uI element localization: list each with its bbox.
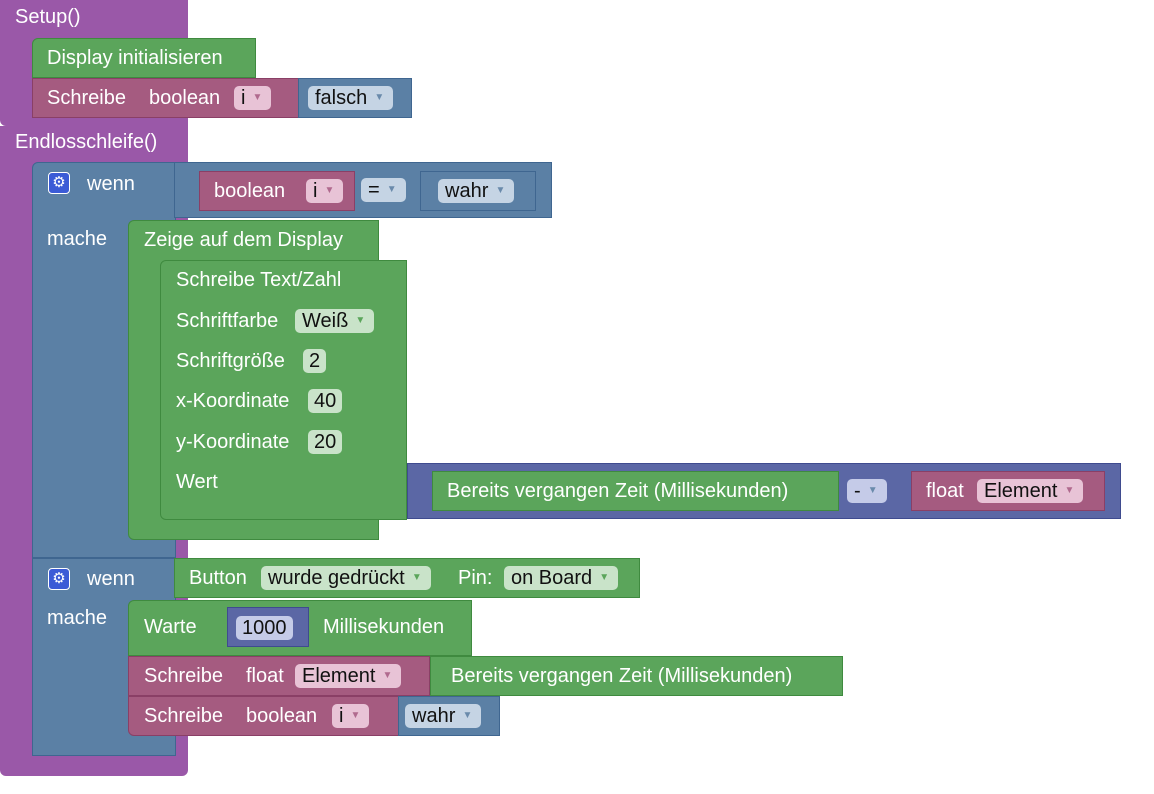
wait-label: Warte [144,616,197,638]
write-label: Schreibe [144,705,223,727]
boolean-label: boolean [149,87,221,109]
wenn-label: wenn [87,568,135,590]
float-var-block[interactable]: float Element▼ [911,471,1105,511]
boolean-label: boolean [246,705,318,727]
chevron-down-icon: ▼ [462,710,473,721]
write-boolean-block[interactable]: Schreibe boolean i▼ [128,696,400,736]
chevron-down-icon: ▼ [374,92,385,103]
write-text-title: Schreibe Text/Zahl [176,269,342,291]
bool-dropdown-falsch[interactable]: falsch▼ [308,86,394,110]
math-operator-dropdown[interactable]: -▼ [847,479,887,503]
elapsed-time-label: Bereits vergangen Zeit (Millisekunden) [447,480,789,502]
setup-write-boolean-block[interactable]: Schreibe boolean i▼ [32,78,300,118]
write-float-block[interactable]: Schreibe float Element▼ [128,656,430,696]
chevron-down-icon: ▼ [495,185,506,196]
var-dropdown-i[interactable]: i▼ [234,86,272,110]
button-state-dropdown[interactable]: wurde gedrückt▼ [261,566,431,590]
elapsed-time-block-2[interactable]: Bereits vergangen Zeit (Millisekunden) [430,656,843,696]
wahr-value-block[interactable]: wahr▼ [420,171,536,211]
bool-dropdown-wahr[interactable]: wahr▼ [405,704,482,728]
elapsed-time-label: Bereits vergangen Zeit (Millisekunden) [451,665,793,687]
mache-label: mache [47,607,108,629]
chevron-down-icon: ▼ [386,184,397,195]
boolean-label: boolean [214,180,286,202]
x-coordinate-label: x-Koordinate [176,390,290,412]
elapsed-time-block[interactable]: Bereits vergangen Zeit (Millisekunden) [432,471,839,511]
font-color-dropdown[interactable]: Weiß▼ [295,309,375,333]
display-init-label: Display initialisieren [47,47,223,69]
y-coordinate-label: y-Koordinate [176,431,290,453]
wait-unit-label: Millisekunden [323,616,445,638]
wenn-label: wenn [87,173,135,195]
falsch-value-block[interactable]: falsch▼ [298,78,412,118]
chevron-down-icon: ▼ [350,710,361,721]
font-size-label: Schriftgröße [176,350,285,372]
bool-dropdown-wahr[interactable]: wahr▼ [438,179,515,203]
pin-dropdown[interactable]: on Board▼ [504,566,619,590]
button-label: Button [189,567,247,589]
mache-label: mache [47,228,108,250]
float-label: float [926,480,964,502]
loop-label: Endlosschleife() [15,131,158,153]
chevron-down-icon: ▼ [867,485,878,496]
display-init-block[interactable]: Display initialisieren [32,38,256,78]
write-label: Schreibe [144,665,223,687]
wait-number-field[interactable]: 1000 [236,616,293,640]
gear-icon[interactable]: ⚙ [48,172,70,194]
pin-label: Pin: [458,567,493,589]
chevron-down-icon: ▼ [382,670,393,681]
display-show-label: Zeige auf dem Display [144,229,343,251]
chevron-down-icon: ▼ [355,315,366,326]
wait-number-block[interactable]: 1000 [227,607,309,647]
y-coordinate-field[interactable]: 20 [308,430,343,454]
write-label: Schreibe [47,87,126,109]
wahr-value-block-2[interactable]: wahr▼ [398,696,500,736]
chevron-down-icon: ▼ [324,185,335,196]
compare-operator-dropdown[interactable]: =▼ [361,178,406,202]
chevron-down-icon: ▼ [252,92,263,103]
chevron-down-icon: ▼ [1064,485,1075,496]
chevron-down-icon: ▼ [599,572,610,583]
var-dropdown-element[interactable]: Element▼ [295,664,402,688]
var-dropdown-element[interactable]: Element▼ [977,479,1084,503]
font-size-field[interactable]: 2 [303,349,327,373]
font-color-label: Schriftfarbe [176,310,279,332]
chevron-down-icon: ▼ [411,572,422,583]
value-label: Wert [176,471,218,493]
setup-label: Setup() [15,6,81,28]
write-text-block[interactable]: Schreibe Text/Zahl Schriftfarbe Weiß▼ Sc… [160,260,407,520]
button-pressed-block[interactable]: Button wurde gedrückt▼ Pin: on Board▼ [174,558,640,598]
boolean-var-block[interactable]: boolean i▼ [199,171,355,211]
gear-icon[interactable]: ⚙ [48,568,70,590]
float-label: float [246,665,284,687]
var-dropdown-i[interactable]: i▼ [306,179,344,203]
x-coordinate-field[interactable]: 40 [308,389,343,413]
var-dropdown-i[interactable]: i▼ [332,704,370,728]
